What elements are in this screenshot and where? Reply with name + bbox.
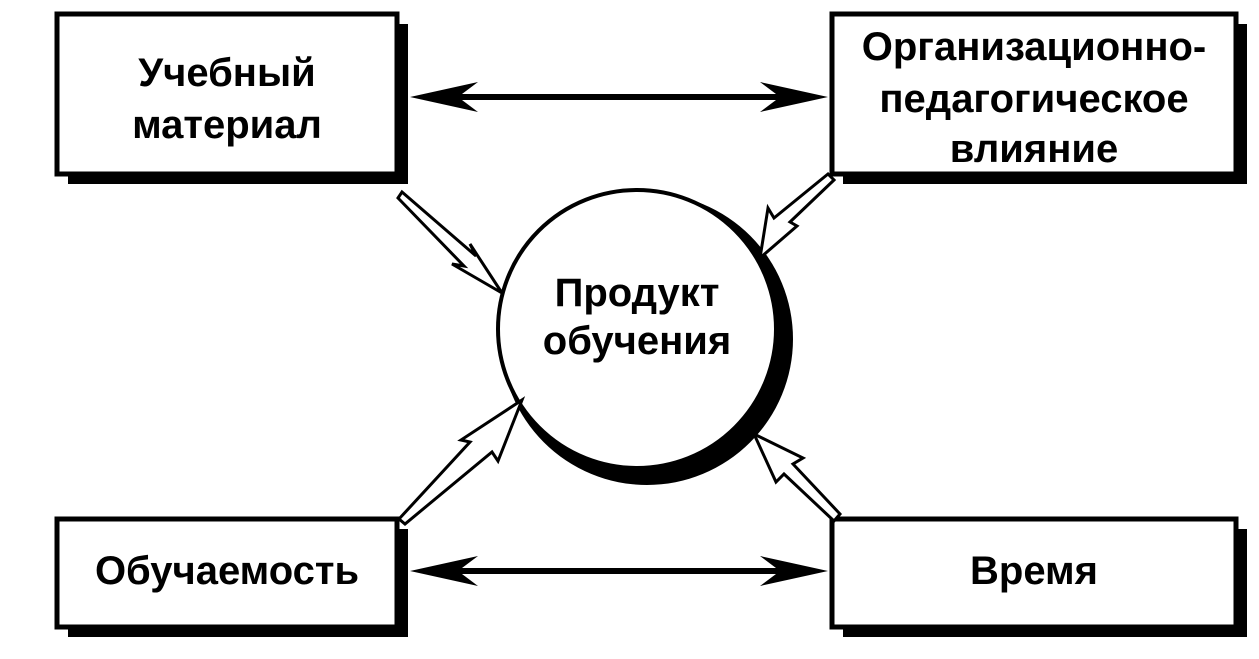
- box-top-right-line-2: педагогическое: [879, 77, 1188, 121]
- box-top-left-line-1: Учебный: [138, 51, 315, 95]
- arrow-from-bottom-left: [396, 396, 526, 526]
- center-line-2: обучения: [543, 319, 731, 363]
- arrow-from-top-right: [757, 171, 837, 262]
- arrow-bottom-horizontal: [410, 556, 828, 586]
- box-bottom-left: Обучаемость: [54, 516, 408, 637]
- center-line-1: Продукт: [555, 271, 720, 315]
- center-circle: Продукт обучения: [496, 188, 793, 485]
- arrow-top-horizontal: [410, 82, 828, 112]
- box-top-left-line-2: материал: [132, 103, 322, 147]
- box-top-right-line-1: Организационно-: [862, 25, 1207, 69]
- arrow-from-top-left: [396, 189, 504, 295]
- box-top-right-line-3: влияние: [950, 127, 1118, 171]
- box-bottom-left-line-1: Обучаемость: [95, 549, 359, 593]
- arrow-from-bottom-right: [750, 430, 843, 524]
- box-bottom-right-line-1: Время: [970, 549, 1098, 593]
- box-bottom-right: Время: [829, 516, 1247, 637]
- box-top-right: Организационно- педагогическое влияние: [829, 11, 1247, 184]
- box-top-left: Учебный материал: [54, 11, 408, 184]
